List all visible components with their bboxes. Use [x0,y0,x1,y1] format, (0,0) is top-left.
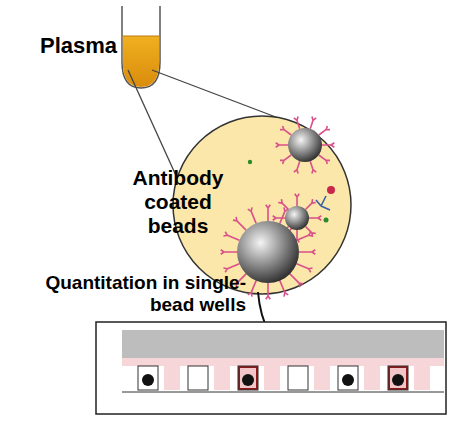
well [188,366,208,390]
detection-antibody [316,196,330,210]
well [238,366,258,390]
well-wall [314,366,330,390]
test-tube [122,6,160,88]
well-wall [414,366,430,390]
well-wall [214,366,230,390]
antibody [221,250,237,255]
bead [288,128,322,162]
signal [240,368,256,388]
antibody [280,126,291,135]
antibody [223,232,239,240]
bead [142,374,154,386]
bead-label: Antibody coated beads [112,166,244,238]
antibody [248,207,256,223]
analyte [248,160,252,164]
well-wall [364,366,380,390]
bead [342,374,354,386]
antibody [297,264,313,272]
well [338,366,358,390]
bead [237,221,299,283]
antibody [280,281,288,297]
antibody [297,232,313,240]
antibody [266,283,271,299]
well [288,366,308,390]
zoom-line [128,70,178,180]
antibody [248,281,256,297]
signal [390,368,406,388]
antibody [295,194,300,206]
antibody [276,143,288,148]
antibody [322,143,334,148]
antibody [305,199,315,209]
analyte [327,186,335,194]
antibody [266,205,271,221]
sample-label: Plasma [40,33,140,58]
antibody [290,274,303,287]
antibody [319,126,330,135]
antibody [299,250,315,255]
antibody [280,155,291,164]
bead [285,206,309,230]
bead [242,374,254,386]
well [138,366,158,390]
well [388,366,408,390]
antibody [294,116,300,128]
readout-label: Quantitation in single-bead wells [8,272,246,316]
antibody [309,216,321,221]
antibody [233,217,246,230]
well-wall [264,366,280,390]
bead [392,374,404,386]
well-plate [96,322,446,414]
well-wall [164,366,180,390]
antibody [310,116,316,128]
antibody [310,161,316,173]
antibody [223,264,239,272]
analyte [324,218,329,223]
antibodies [221,116,335,299]
antibody [294,161,300,173]
antibody [319,155,330,164]
